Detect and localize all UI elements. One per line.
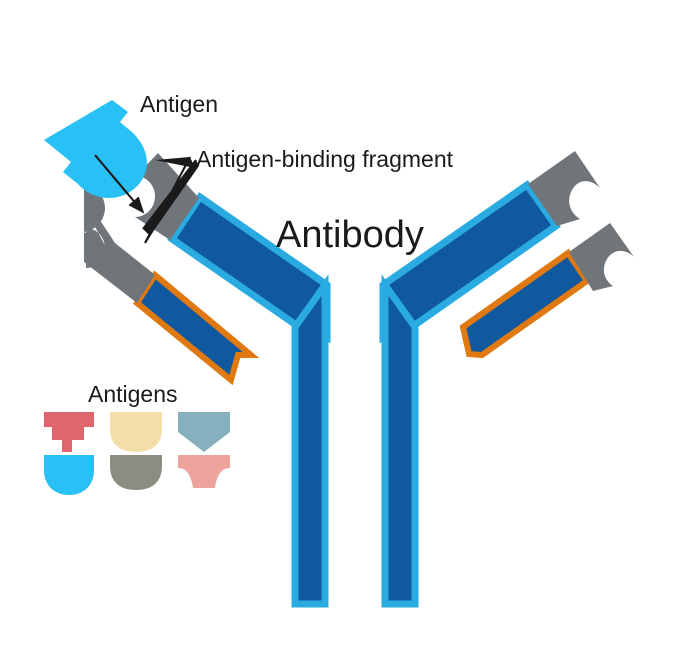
left-stem	[291, 274, 329, 608]
right-light-chain-body	[459, 248, 592, 359]
antigen-arrow-line	[94, 154, 145, 214]
right-heavy-chain-variable-region	[528, 151, 600, 226]
left-light-chain-variable-bar	[84, 184, 155, 303]
right-fab-tip-upper	[528, 151, 600, 226]
antigen-swatch-cyan-shape	[44, 455, 94, 495]
right-stem	[381, 274, 419, 608]
antigen-swatch-cream-shape	[110, 412, 162, 452]
antigen-label: Antigen	[140, 91, 218, 117]
antigen-shape	[44, 100, 147, 198]
antigen-swatch-cyan	[44, 455, 94, 495]
antigen-swatch-red-shape	[44, 412, 94, 452]
antigen-swatch-salmon-shape	[178, 455, 230, 488]
right-light-chain	[459, 248, 592, 359]
left-fab-tip-lower-bar	[84, 184, 155, 303]
antigen-swatch-gray	[110, 455, 162, 490]
antigen-blob	[44, 100, 147, 198]
antigen-swatch-steel	[178, 412, 230, 452]
fab-label: Antigen-binding fragment	[196, 146, 454, 172]
antigens-legend-title: Antigens	[88, 381, 178, 407]
fab-leader-line	[142, 156, 199, 244]
right-light-chain-variable-region	[569, 223, 634, 291]
antigen-swatch-cream	[110, 412, 162, 452]
right-fab-tip-lower	[569, 223, 634, 291]
antigen-swatch-red	[44, 412, 94, 452]
antigen-swatch-steel-shape	[178, 412, 230, 452]
left-stem-body	[291, 274, 329, 608]
fab-leader-wedge	[143, 160, 199, 236]
antibody-label: Antibody	[276, 214, 424, 256]
fab-leader-arrow-upper	[155, 157, 195, 168]
antigen-swatch-gray-shape	[110, 455, 162, 490]
right-stem-body	[381, 274, 419, 608]
antigen-swatch-salmon	[178, 455, 230, 488]
antigen-pointer-arrow	[94, 154, 145, 214]
